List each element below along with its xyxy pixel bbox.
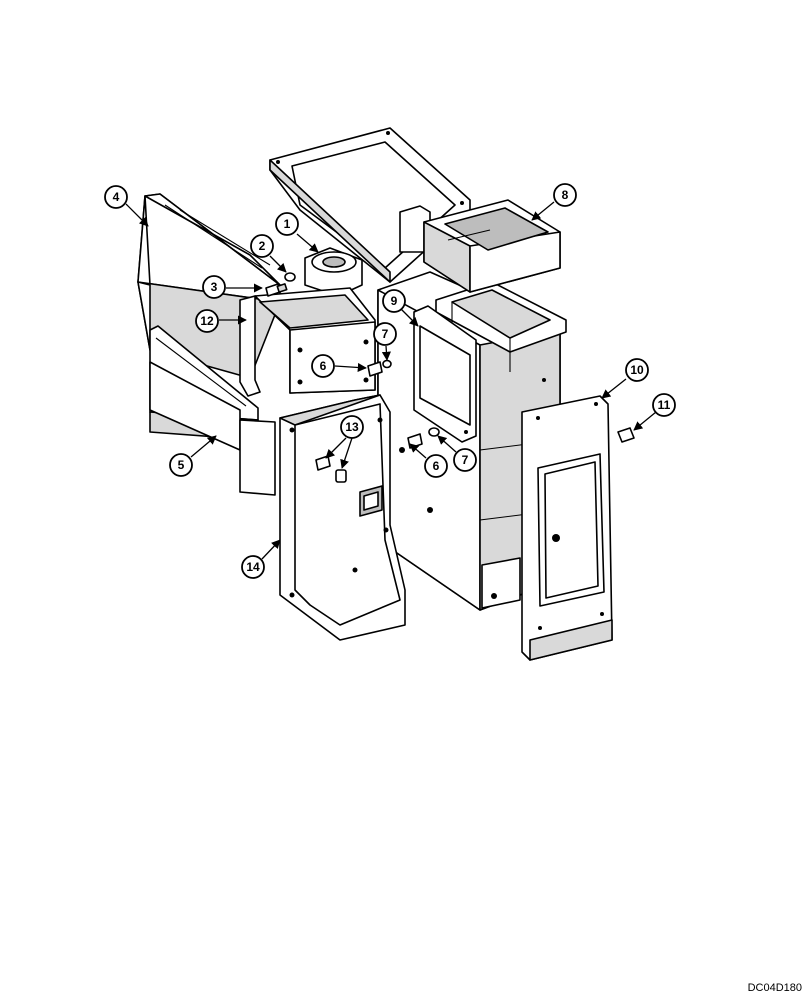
callout-14-label: 14 [246,560,260,574]
callout-7-lower-label: 7 [462,453,469,467]
callout-13-label: 13 [345,420,359,434]
callout-10: 10 [625,358,649,382]
callout-7-upper-label: 7 [382,327,389,341]
callout-8-label: 8 [562,188,569,202]
callout-11: 11 [652,393,676,417]
part-10-side-cover [521,395,613,661]
part-1-housing-neck [304,247,363,297]
callout-12: 12 [195,309,219,333]
callout-11-label: 11 [658,398,671,412]
callout-7-lower: 7 [453,448,477,472]
callout-5: 5 [169,453,193,477]
callout-9: 9 [382,289,406,313]
callout-14: 14 [241,555,265,579]
callout-6-lower: 6 [424,454,448,478]
callout-6-upper-label: 6 [320,359,327,373]
drawing-code: DC04D180 [747,982,802,994]
callout-4: 4 [104,185,128,209]
callout-5-label: 5 [178,458,185,472]
part-9-cover-plate [413,305,477,443]
callout-8: 8 [553,183,577,207]
callout-9-label: 9 [391,294,398,308]
callout-2: 2 [250,234,274,258]
callout-10-label: 10 [630,363,644,377]
callout-3-label: 3 [211,280,218,294]
callout-1-label: 1 [284,217,291,231]
callout-2-label: 2 [259,239,266,253]
callout-7-upper: 7 [373,322,397,346]
part-5-lower-panel [149,325,276,496]
callout-6-lower-label: 6 [433,459,440,473]
leader-lines [125,201,657,560]
part-8-tray [399,199,561,293]
callout-1: 1 [275,212,299,236]
callout-13: 13 [340,415,364,439]
callout-3: 3 [202,275,226,299]
callout-4-label: 4 [113,190,120,204]
callout-6-upper: 6 [311,354,335,378]
callout-12-label: 12 [200,314,214,328]
